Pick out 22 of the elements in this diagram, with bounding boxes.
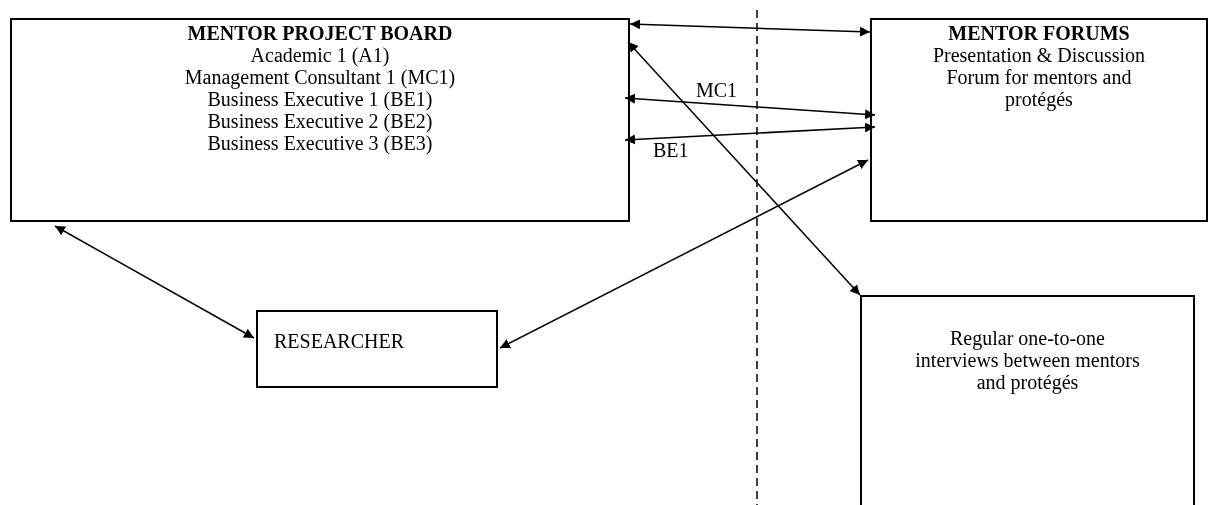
edge-label: BE1 — [652, 140, 690, 160]
box-text: Presentation & Discussion Forum for mentors and protégés — [931, 44, 1147, 110]
box-text: Business Executive 3 (BE3) — [206, 132, 434, 154]
arrow — [624, 122, 876, 145]
box-text: Academic 1 (A1) — [249, 44, 391, 66]
arrow — [624, 93, 876, 120]
arrow — [629, 19, 871, 37]
process-box — [256, 310, 498, 388]
edge-label: MC1 — [695, 80, 739, 100]
box-text: Regular one-to-one interviews between mentors and protégés — [914, 327, 1141, 393]
process-box — [860, 295, 1195, 505]
arrow — [627, 41, 861, 296]
box-text: Business Executive 1 (BE1) — [207, 88, 433, 110]
arrow — [54, 225, 255, 339]
box-heading: MENTOR PROJECT BOARD — [186, 22, 454, 44]
box-text: Management Consultant 1 (MC1) — [183, 66, 457, 88]
box-text: RESEARCHER — [274, 330, 406, 352]
arrow — [499, 159, 869, 349]
box-text: Business Executive 2 (BE2) — [206, 110, 434, 132]
process-box — [870, 18, 1208, 222]
process-box — [10, 18, 630, 222]
box-heading: MENTOR FORUMS — [947, 22, 1131, 44]
